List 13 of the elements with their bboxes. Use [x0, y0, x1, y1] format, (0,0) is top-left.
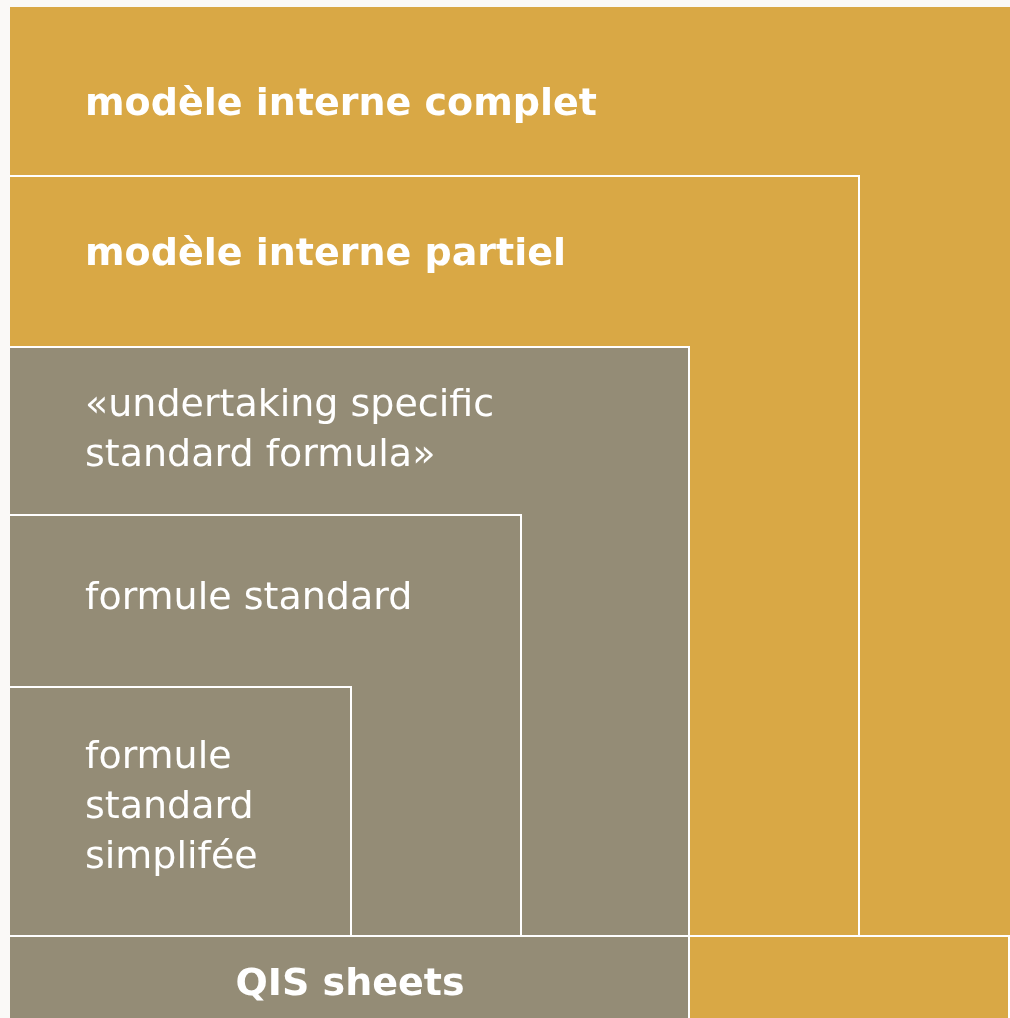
bar-label: QIS sheets: [234, 959, 466, 1006]
panel-heading: formule standard: [85, 573, 414, 620]
panel-heading: formule standard simplifée: [85, 732, 259, 879]
nested-panel: [10, 346, 690, 935]
nested-panel: [10, 175, 860, 935]
panel-heading: «undertaking specific standard formula»: [85, 380, 496, 477]
footer-bar: [10, 935, 690, 1018]
nested-panel: [10, 514, 522, 935]
nested-panel: [10, 686, 352, 935]
nested-panel: [10, 7, 1010, 935]
panel-heading: modèle interne partiel: [85, 229, 568, 276]
panel-heading: modèle interne complet: [85, 79, 598, 126]
footer-bar: [690, 935, 1010, 1018]
